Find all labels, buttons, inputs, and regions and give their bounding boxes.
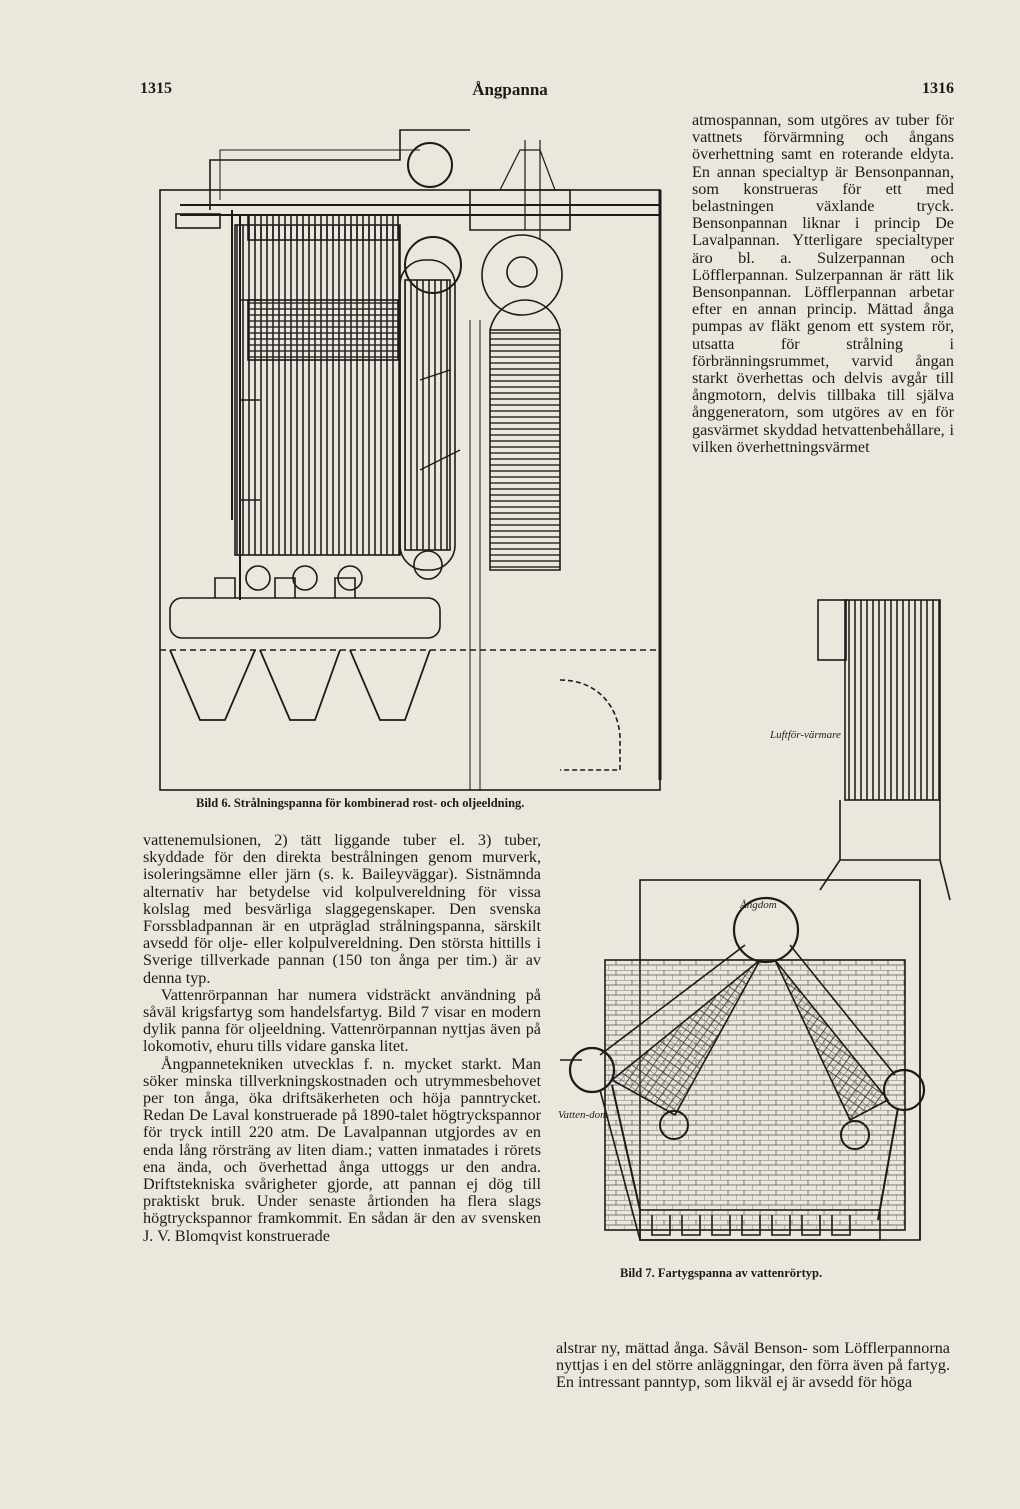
label-angdom: Ångdom [739, 899, 777, 911]
page-title: Ångpanna [472, 80, 548, 99]
page-number-right: 1316 [922, 80, 954, 97]
label-vattendom: Vatten-dom [558, 1109, 608, 1121]
label-luftforvarmare: Luftför-värmare [769, 729, 841, 741]
figure-6-caption: Bild 6. Strålningspanna för kombinerad r… [196, 796, 525, 810]
paragraph: atmospannan, som utgöres av tuber för va… [692, 111, 954, 456]
figure-7-caption: Bild 7. Fartygspanna av vattenrörtyp. [620, 1266, 823, 1280]
page-number-left: 1315 [140, 80, 172, 97]
text-column-left: vattenemulsionen, 2) tätt liggande tuber… [143, 831, 541, 1245]
paragraph: Ångpannetekniken utvecklas f. n. mycket … [143, 1054, 541, 1245]
paragraph: vattenemulsionen, 2) tätt liggande tuber… [143, 831, 541, 987]
paragraph: alstrar ny, mättad ånga. Såväl Benson- s… [556, 1339, 950, 1392]
text-column-top-right: atmospannan, som utgöres av tuber för va… [692, 111, 954, 456]
text-column-bottom-right: alstrar ny, mättad ånga. Såväl Benson- s… [556, 1339, 950, 1392]
paragraph: Vattenrörpannan har numera vidsträckt an… [143, 985, 541, 1056]
